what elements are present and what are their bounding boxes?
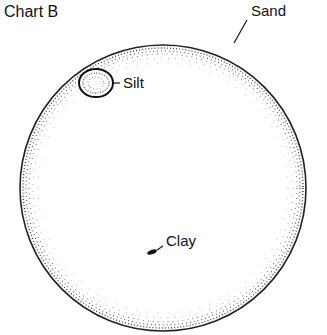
- clay-particle: [147, 248, 158, 256]
- particle-label: Silt: [122, 75, 145, 92]
- chart-title: Chart B: [3, 3, 59, 21]
- particle-label: Clay: [165, 233, 197, 250]
- sand-particle: [20, 45, 306, 331]
- silt-particle: [79, 69, 113, 97]
- leader-lines: [113, 20, 247, 250]
- particle-label: Sand: [250, 3, 287, 20]
